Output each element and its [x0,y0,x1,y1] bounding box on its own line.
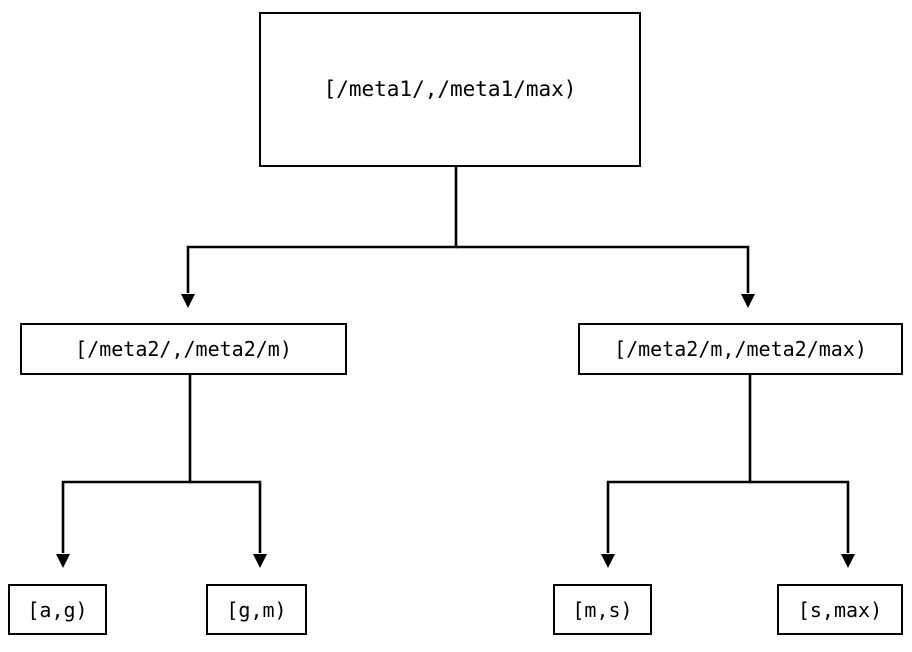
tree-node-mid-right[interactable]: [/meta2/m,/meta2/max) [578,323,903,375]
arrowhead-icon [601,554,615,568]
tree-node-root[interactable]: [/meta1/,/meta1/max) [259,12,641,167]
arrowhead-icon [56,554,70,568]
arrowhead-icon [741,294,755,308]
tree-node-mid-right-label: [/meta2/m,/meta2/max) [614,337,867,361]
edge-mid-right-to-leaf-4 [750,480,855,568]
tree-node-root-label: [/meta1/,/meta1/max) [323,77,577,101]
tree-node-leaf-2[interactable]: [g,m) [206,584,307,635]
edge-root-to-mid-right [456,245,755,308]
tree-node-leaf-1[interactable]: [a,g) [8,584,107,635]
arrowhead-icon [841,554,855,568]
arrowhead-icon [253,554,267,568]
tree-node-mid-left-label: [/meta2/,/meta2/m) [75,337,292,361]
tree-node-leaf-2-label: [g,m) [226,597,287,622]
tree-node-leaf-3[interactable]: [m,s) [553,584,652,635]
arrowhead-icon [181,294,195,308]
edge-mid-left-to-leaf-2 [190,480,267,568]
tree-node-leaf-1-label: [a,g) [27,597,88,622]
edge-mid-right-to-leaf-3 [601,375,752,568]
edge-root-to-mid-left [181,167,458,308]
tree-node-leaf-4[interactable]: [s,max) [777,584,903,635]
edge-mid-left-to-leaf-1 [56,375,192,568]
tree-node-leaf-3-label: [m,s) [572,597,633,622]
tree-node-mid-left[interactable]: [/meta2/,/meta2/m) [20,323,347,375]
tree-node-leaf-4-label: [s,max) [797,597,883,622]
